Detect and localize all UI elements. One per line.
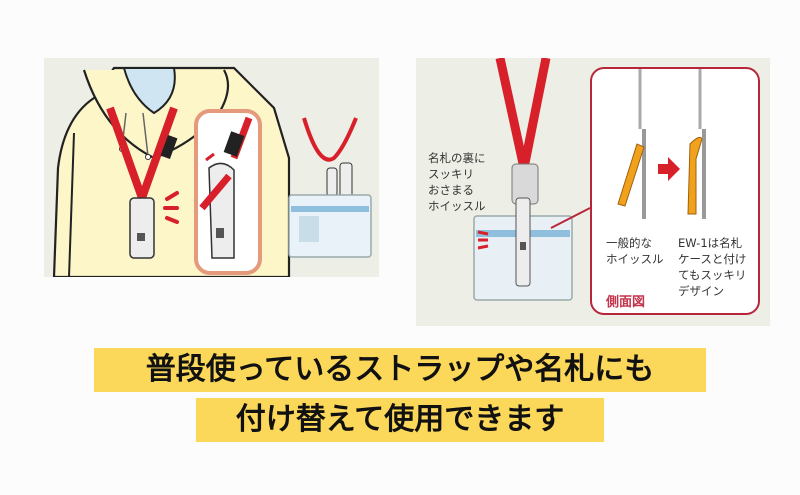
badge-whistle-illustration xyxy=(473,58,591,301)
banner-line-1: 普段使っているストラップや名札にも xyxy=(94,348,706,392)
side-view-box: 一般的な ホイッスル EW-1は名札 ケースと付け てもスッキリ デザイン 側面… xyxy=(590,67,760,315)
right-illustration-panel: 名札の裏に スッキリ おさまる ホイッスル 一般的な ホイッスル EW-1は名札… xyxy=(416,58,770,326)
arrow-right-icon xyxy=(658,157,680,181)
lanyard-usage-illustration xyxy=(52,66,372,277)
general-whistle-label: 一般的な ホイッスル xyxy=(606,236,664,266)
banner-line-2: 付け替えて使用できます xyxy=(196,398,604,442)
ew1-label: EW-1は名札 ケースと付け てもスッキリ デザイン xyxy=(678,236,747,298)
side-view-diagram xyxy=(617,69,706,219)
side-view-title: 側面図 xyxy=(606,295,646,310)
callout-caption: 名札の裏に スッキリ おさまる ホイッスル xyxy=(428,151,486,213)
left-illustration-panel xyxy=(44,58,379,277)
